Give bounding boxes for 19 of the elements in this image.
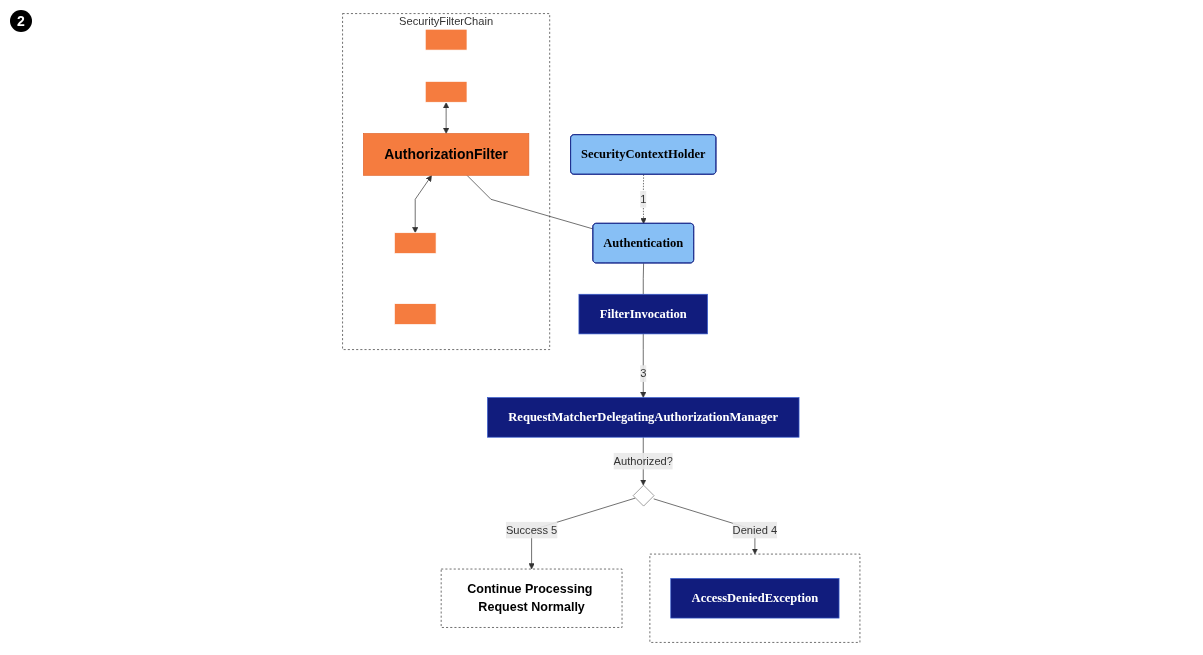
edge-label: Authorized? — [613, 454, 674, 467]
node-box: Continue Processing Request Normally — [441, 568, 623, 628]
edge-label: Denied 4 — [732, 523, 778, 536]
node-bar — [394, 302, 437, 325]
node-diamond — [633, 484, 655, 506]
node-box: AuthorizationFilter — [363, 132, 530, 176]
connector — [643, 262, 645, 295]
node-box: AccessDeniedException — [670, 577, 840, 618]
edge-label: 3 — [640, 366, 647, 379]
callout-number: 2 — [10, 10, 32, 32]
node-bar — [425, 28, 468, 50]
node-box: RequestMatcherDelegatingAuthorizationManager — [487, 396, 800, 438]
cluster — [649, 553, 861, 643]
connector — [466, 174, 594, 229]
node-bar — [425, 80, 468, 103]
edge-label: 1 — [640, 192, 647, 205]
edge-label: Success 5 — [506, 523, 558, 536]
node-bar — [394, 231, 437, 254]
node-box: FilterInvocation — [578, 293, 709, 334]
